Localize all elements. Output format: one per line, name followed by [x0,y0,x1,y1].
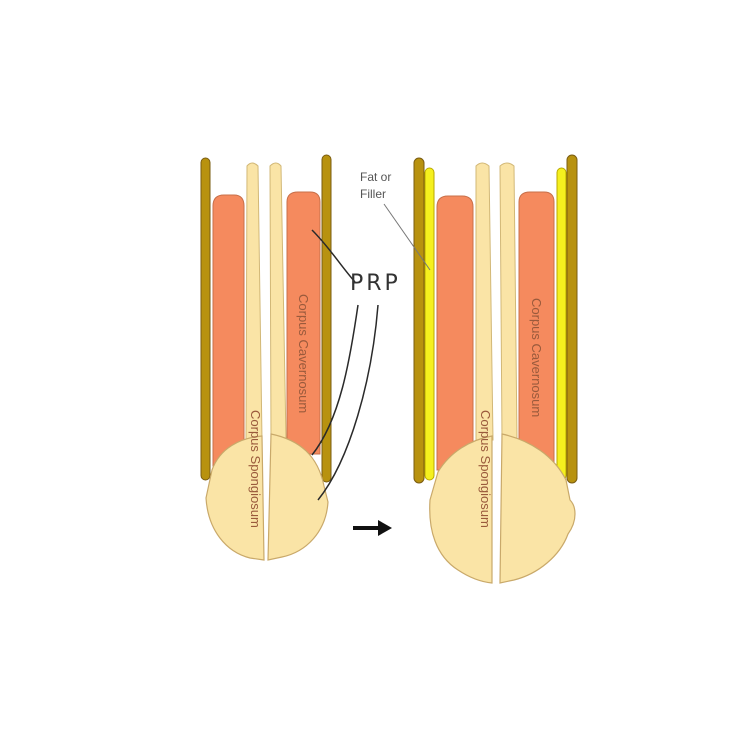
prp-leader-line-1 [311,229,356,283]
left-corpus-spongiosum-label: Corpus Spongiosum [248,410,263,528]
right-filler-right [556,167,567,481]
right-cavernosum-left [436,195,474,471]
right-corpus-cavernosum-label: Corpus Cavernosum [529,298,544,417]
left-cavernosum-left [212,194,245,467]
before-illustration: PRP Corpus Cavernosum Corpus Spongiosum [200,154,401,561]
right-outer-tunica-left [413,157,425,484]
after-illustration: Fat or Filler Corpus Cavernosum Corpus S… [360,154,578,584]
left-corpus-cavernosum-label: Corpus Cavernosum [296,294,311,413]
right-spongiosum-strip-left [475,162,494,441]
left-spongiosum-strip-left [245,162,263,441]
right-glans-left [429,435,493,584]
prp-leader-line-2 [311,304,359,456]
right-spongiosum-strip-right [499,162,518,441]
prp-label: PRP [350,271,401,296]
right-arrow-icon [353,520,392,536]
right-outer-tunica-right [566,154,578,484]
right-corpus-spongiosum-label: Corpus Spongiosum [478,410,493,528]
left-glans-left [205,435,265,561]
left-outer-tunica-left [200,157,211,481]
fat-filler-leader-line [383,203,431,271]
left-glans-right [267,433,329,561]
right-cavernosum-right [518,191,555,477]
left-spongiosum-strip-right [269,162,287,441]
right-glans-right [499,433,576,584]
prp-leader-line-3 [317,304,379,501]
fat-or-filler-label-line1: Fat or [360,170,391,184]
fat-or-filler-label-line2: Filler [360,187,386,201]
left-outer-tunica-right [321,154,332,483]
left-cavernosum-right [286,191,321,455]
right-filler-left [424,167,435,481]
